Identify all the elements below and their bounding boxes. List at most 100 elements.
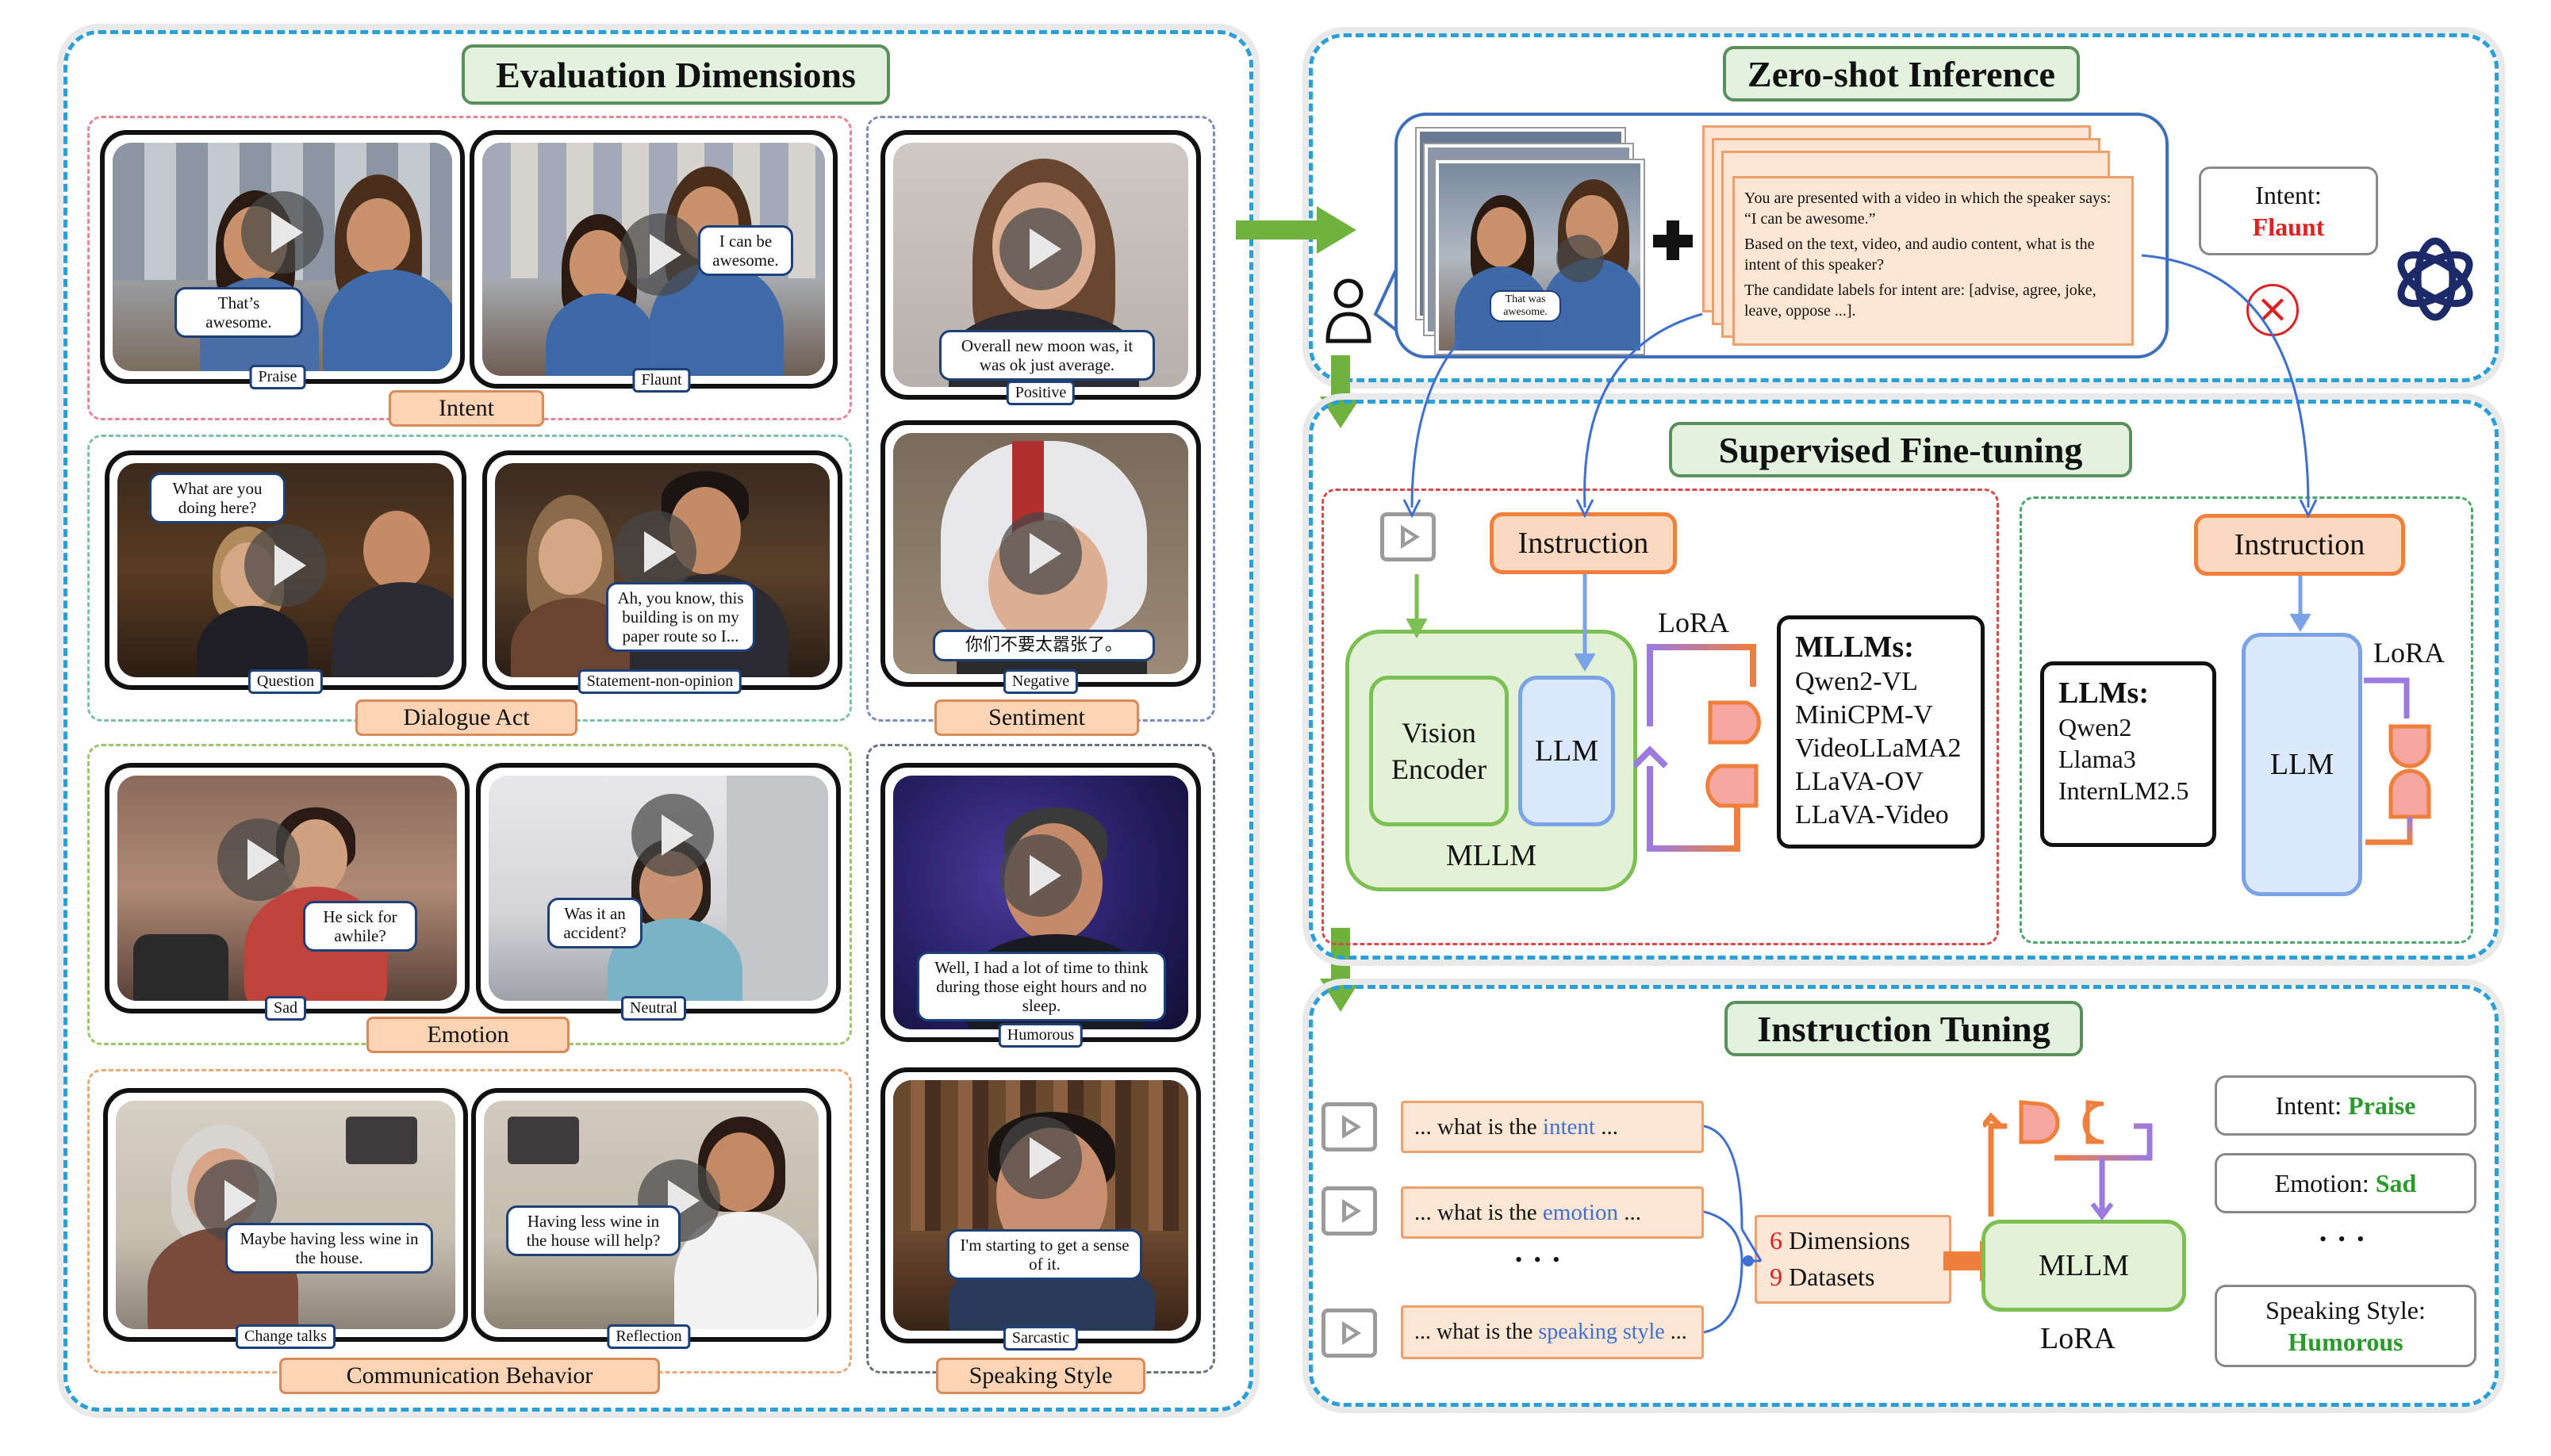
lora-label-tuning: LoRA (2040, 1322, 2116, 1355)
evaluation-panel (63, 30, 1253, 1412)
video-clip[interactable]: 你们不要太嚣张了。 Negative (880, 420, 1201, 694)
mllms-list: MLLMs: Qwen2-VL MiniCPM-V VideoLLaMA2 LL… (1777, 615, 1985, 849)
mllm-item: VideoLLaMA2 (1795, 734, 1962, 763)
video-clip[interactable]: What are you doing here? Question (105, 450, 466, 694)
output-ellipsis: • • • (2319, 1228, 2368, 1251)
llm-item: Qwen2 (2058, 713, 2132, 741)
question-key: speaking style (1538, 1320, 1665, 1344)
clip-label: Neutral (621, 996, 686, 1021)
speech-bubble: He sick for awhile? (303, 901, 417, 952)
lora-label: LoRA (1658, 607, 1729, 638)
prompt-card: You are presented with a video in which … (1732, 176, 2134, 346)
openai-logo (2397, 237, 2473, 321)
play-icon[interactable] (999, 1116, 1082, 1199)
question-box: ... what is the emotion ... (1401, 1186, 1704, 1239)
video-clip[interactable]: Ah, you know, this building is on my pap… (482, 450, 842, 694)
flow-arrow-right (1236, 206, 1356, 254)
clip-label: Statement-non-opinion (577, 669, 742, 694)
play-icon[interactable] (244, 524, 327, 607)
speech-bubble: I can be awesome. (698, 225, 793, 276)
video-clip[interactable]: Having less wine in the house will help?… (471, 1088, 831, 1349)
vision-encoder-box: Vision Encoder (1369, 676, 1509, 826)
play-icon[interactable] (999, 208, 1082, 291)
category-label: Dialogue Act (355, 699, 577, 736)
video-frame (116, 1101, 455, 1329)
output-bubble: Speaking Style: Humorous (2215, 1285, 2476, 1367)
wall-equipment (346, 1117, 417, 1164)
instruction-tuning-title: Instruction Tuning (1724, 1001, 2083, 1056)
sft-llm-group (2020, 496, 2473, 944)
video-clip[interactable]: Overall new moon was, it was ok just ave… (880, 130, 1201, 405)
evaluation-title: Evaluation Dimensions (462, 44, 890, 105)
sft-panel (1309, 400, 2499, 960)
thumb-caption: That was awesome. (1490, 290, 1561, 322)
clip-label: Question (247, 669, 324, 694)
user-icon (1325, 269, 1398, 343)
speech-bubble: Ah, you know, this building is on my pap… (606, 582, 755, 652)
lora-label-right: LoRA (2373, 637, 2445, 669)
lora-adapter-tuning (1983, 1100, 2153, 1220)
speech-bubble: What are you doing here? (149, 473, 286, 523)
mllm-box-tuning: MLLM (1981, 1220, 2186, 1312)
video-input-icon (1322, 1308, 1377, 1358)
door (727, 776, 828, 1001)
data-text: Datasets (1782, 1263, 1875, 1291)
sft-title: Supervised Fine-tuning (1669, 422, 2132, 477)
data-num: 9 (1770, 1263, 1782, 1291)
question-text: ... what is the (1414, 1113, 1543, 1140)
clip-label: Sarcastic (1003, 1326, 1079, 1351)
speech-bubble: That’s awesome. (175, 287, 303, 338)
category-label: Speaking Style (936, 1358, 1145, 1394)
video-clip[interactable]: I can be awesome. Flaunt (470, 130, 838, 393)
mllm-item: LLaVA-OV (1795, 767, 1924, 796)
play-icon[interactable] (620, 213, 703, 296)
mllm-item: MiniCPM-V (1795, 700, 1933, 730)
video-input-icon (1380, 512, 1436, 561)
prompt-line-3: The candidate labels for intent are: [ad… (1744, 282, 2096, 320)
sft-mllm-group (1322, 489, 1999, 945)
video-clip[interactable]: Well, I had a lot of time to think durin… (880, 763, 1201, 1048)
question-text: ... what is the (1414, 1199, 1543, 1225)
zero-shot-output: Intent: Flaunt (2199, 167, 2378, 255)
question-text: ... (1594, 1113, 1618, 1140)
datasets-box: 6 Dimensions 9 Datasets (1755, 1215, 1951, 1304)
output-value: Praise (2348, 1091, 2416, 1120)
clip-label: Flaunt (632, 368, 691, 393)
output-label: Speaking Style: (2265, 1296, 2426, 1324)
video-input-icon (1322, 1186, 1377, 1236)
play-icon[interactable] (217, 818, 301, 901)
video-input-icon (1322, 1102, 1377, 1151)
output-label: Intent: (2255, 181, 2322, 209)
question-box: ... what is the intent ... (1401, 1101, 1704, 1153)
speech-bubble: Was it an accident? (547, 898, 643, 948)
clip-label: Negative (1003, 669, 1079, 694)
video-clip[interactable]: Was it an accident? Neutral (476, 763, 841, 1021)
speech-bubble: Overall new moon was, it was ok just ave… (939, 330, 1155, 381)
category-label: Communication Behavior (279, 1358, 660, 1394)
video-clip[interactable]: He sick for awhile? Sad (105, 763, 470, 1021)
speech-bubble: Maybe having less wine in the house. (225, 1223, 433, 1274)
play-icon[interactable] (999, 834, 1082, 917)
wall-equipment (508, 1117, 579, 1164)
speech-bubble: 你们不要太嚣张了。 (933, 630, 1155, 661)
video-clip[interactable]: I'm starting to get a sense of it. Sarca… (880, 1067, 1201, 1351)
clip-label: Reflection (607, 1324, 691, 1349)
lora-adapter (1634, 644, 1761, 852)
ellipsis: • • • (1515, 1248, 1563, 1271)
play-icon[interactable] (1556, 235, 1604, 282)
video-thumbnail[interactable]: That was awesome. (1436, 160, 1644, 354)
play-icon[interactable] (631, 794, 714, 877)
dims-text: Dimensions (1782, 1226, 1910, 1255)
speech-bubble: I'm starting to get a sense of it. (947, 1229, 1142, 1280)
video-clip[interactable]: Maybe having less wine in the house. Cha… (103, 1088, 468, 1349)
video-clip[interactable]: That’s awesome. Praise (100, 130, 465, 389)
output-value: Humorous (2288, 1328, 2403, 1356)
play-icon[interactable] (999, 512, 1082, 595)
play-icon[interactable] (241, 191, 324, 274)
llm-box: LLM (1518, 676, 1615, 826)
prompt-line-1: You are presented with a video in which … (1744, 190, 2112, 228)
clip-label: Humorous (998, 1023, 1084, 1048)
play-icon[interactable] (614, 510, 697, 593)
mllm-item: LLaVA-Video (1795, 800, 1949, 830)
mllm-label: MLLM (1446, 839, 1536, 872)
